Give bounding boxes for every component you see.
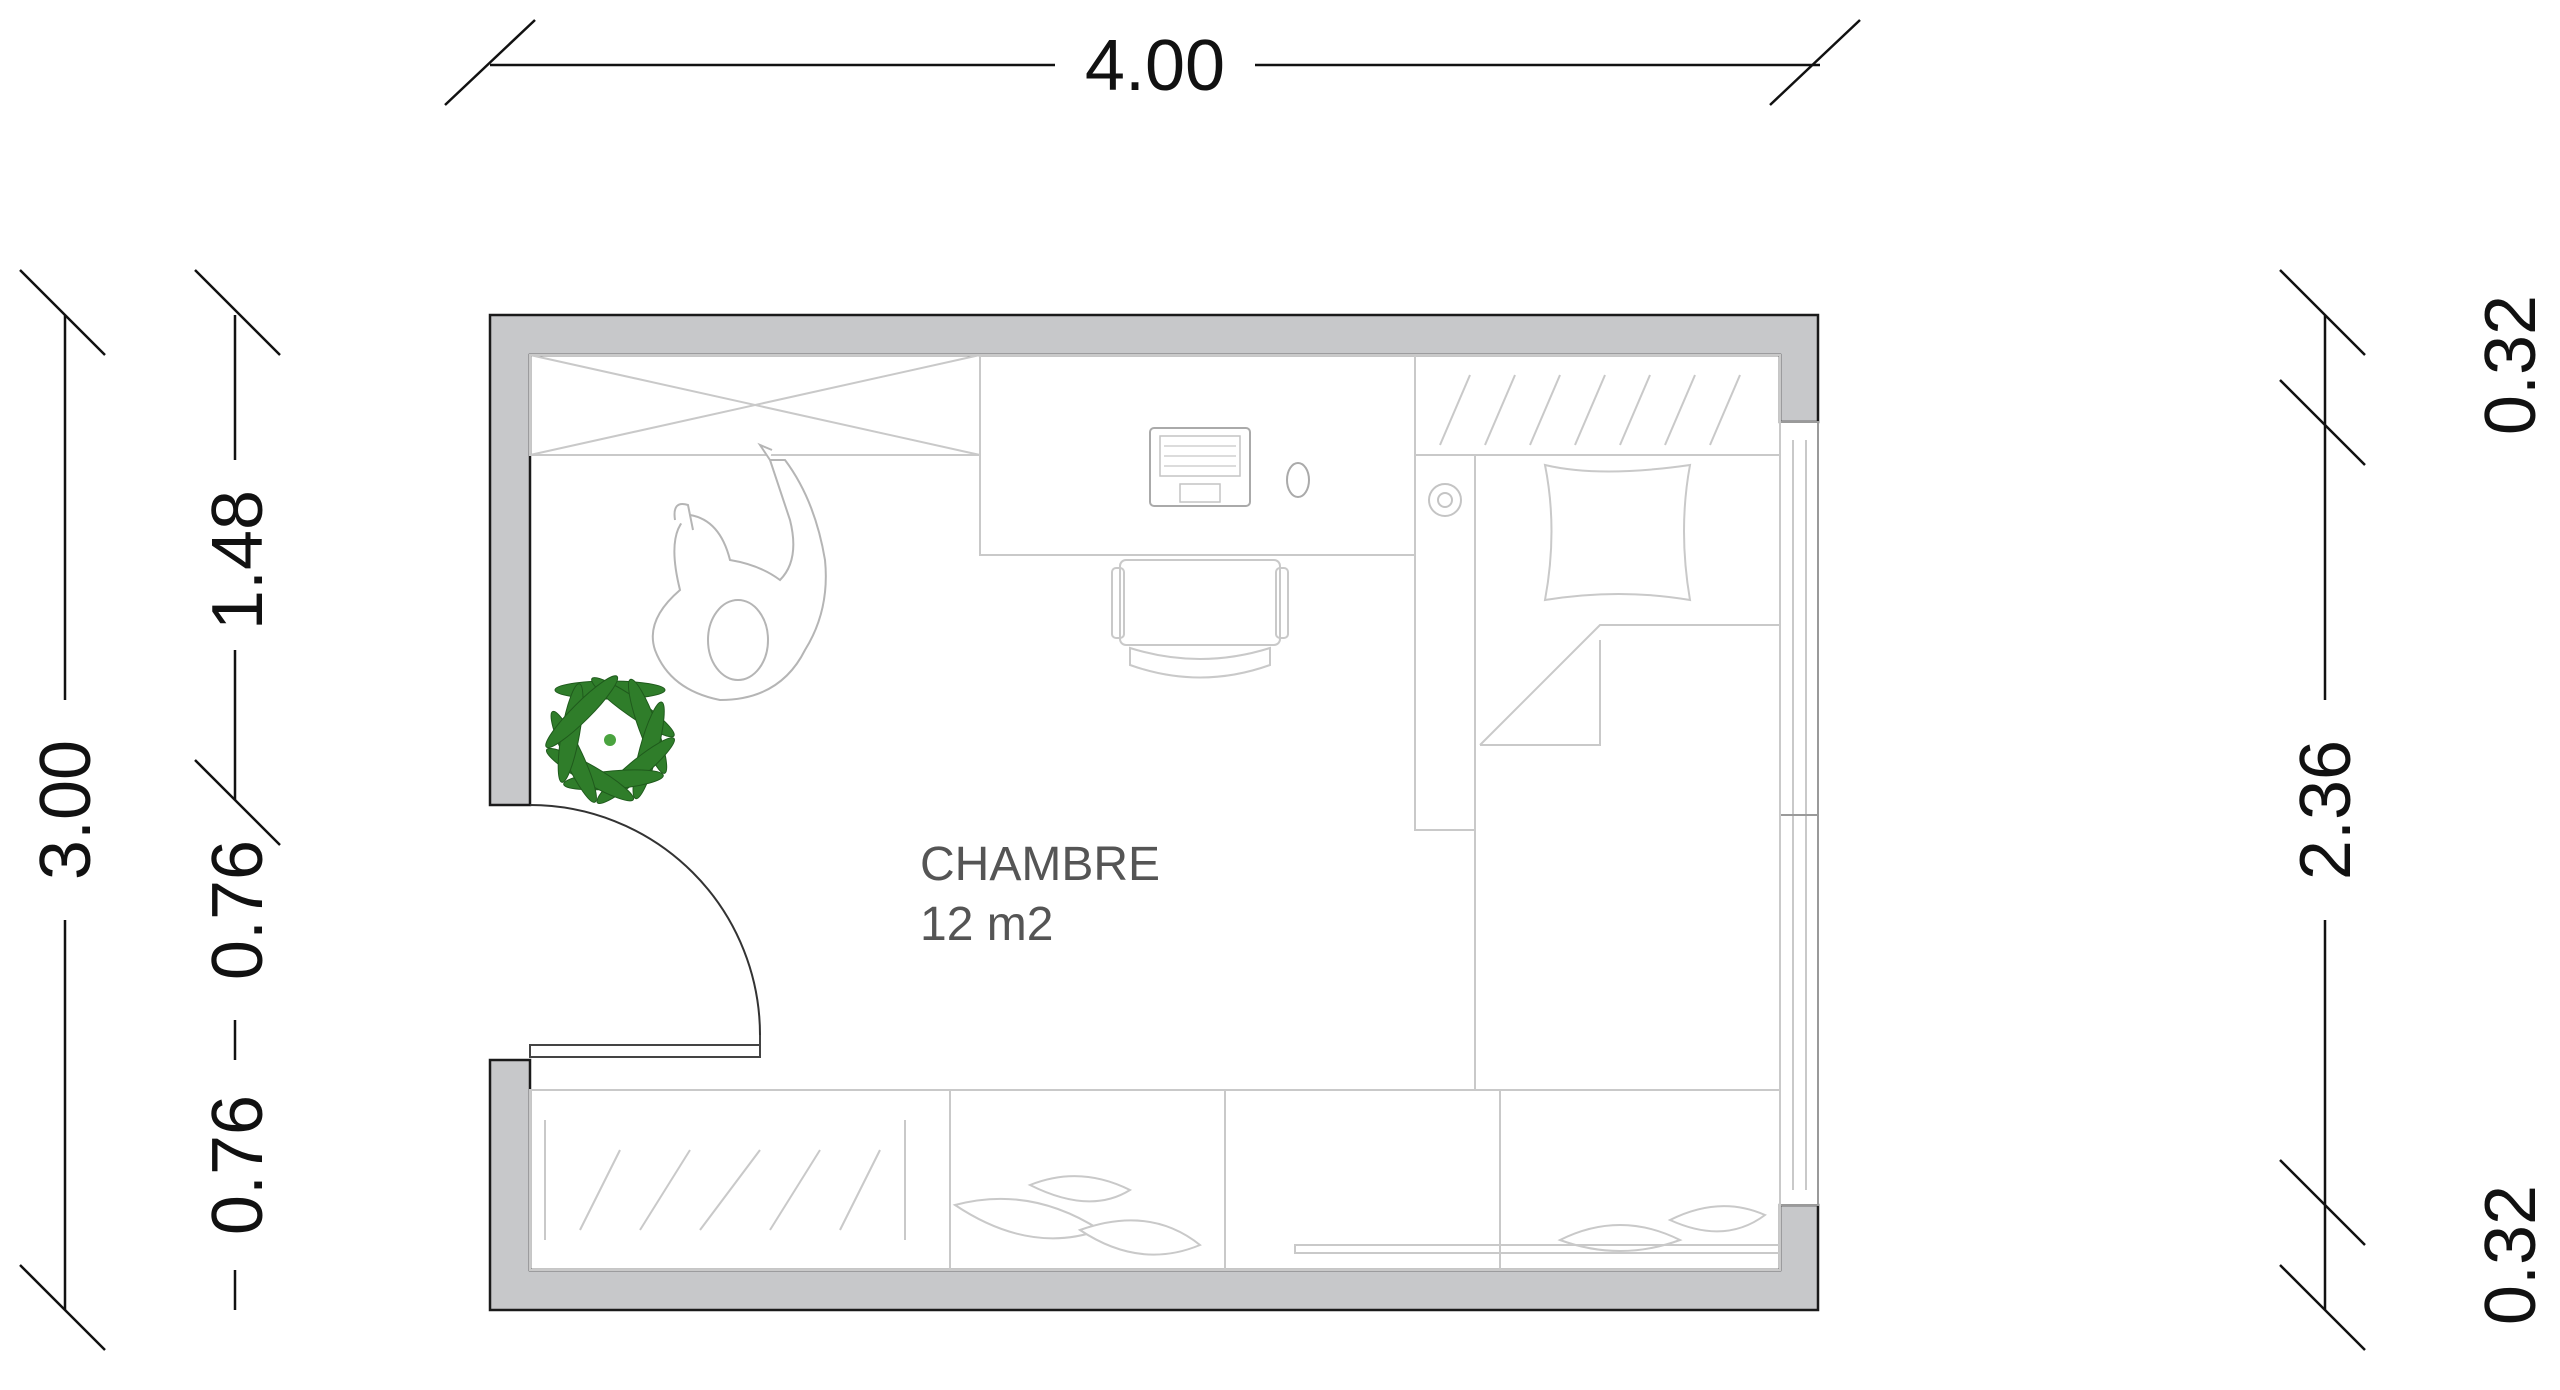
dimension-right-total-label: 2.36 [2286,740,2366,880]
dimension-left-segment-2: 0.76 [198,840,278,980]
dimension-right-top-label: 0.32 [2471,295,2551,435]
lamp-icon [1428,483,1462,517]
top-left-shelf [529,354,981,456]
dimension-right: 2.36 0.32 0.32 [2279,269,2551,1351]
dimension-left-total: 3.00 [19,269,106,1351]
cushion-icon [952,1175,1767,1256]
dimension-left-segment-3: 0.76 [198,1095,278,1235]
nightstand [1414,454,1476,831]
laptop-icon [1149,427,1251,507]
dimension-top: 4.00 [444,19,1861,106]
window [1779,421,1819,1206]
wardrobe-bottom-left [529,1089,951,1271]
room-area: 12 m2 [920,898,1053,951]
chair-icon [1111,559,1289,679]
plant-icon [545,675,675,805]
dimension-left-segments: 1.48 0.76 0.76 [194,269,281,1310]
bottom-bench [949,1089,1781,1271]
door [529,804,761,1058]
room-label: CHAMBRE 12 m2 [920,838,1160,951]
pillow-icon [1543,463,1692,602]
bed [1474,454,1781,1091]
mouse-icon [1286,462,1310,498]
dimension-right-bottom-label: 0.32 [2471,1185,2551,1325]
desk [979,354,1416,556]
wardrobe-top-right [1414,354,1781,456]
dimension-top-label: 4.00 [1085,26,1225,106]
dimension-left-total-label: 3.00 [26,740,106,880]
room-name: CHAMBRE [920,838,1160,891]
dimension-left-segment-1: 1.48 [198,490,278,630]
wall-bottom [488,1058,1820,1312]
person-icon [651,442,827,702]
